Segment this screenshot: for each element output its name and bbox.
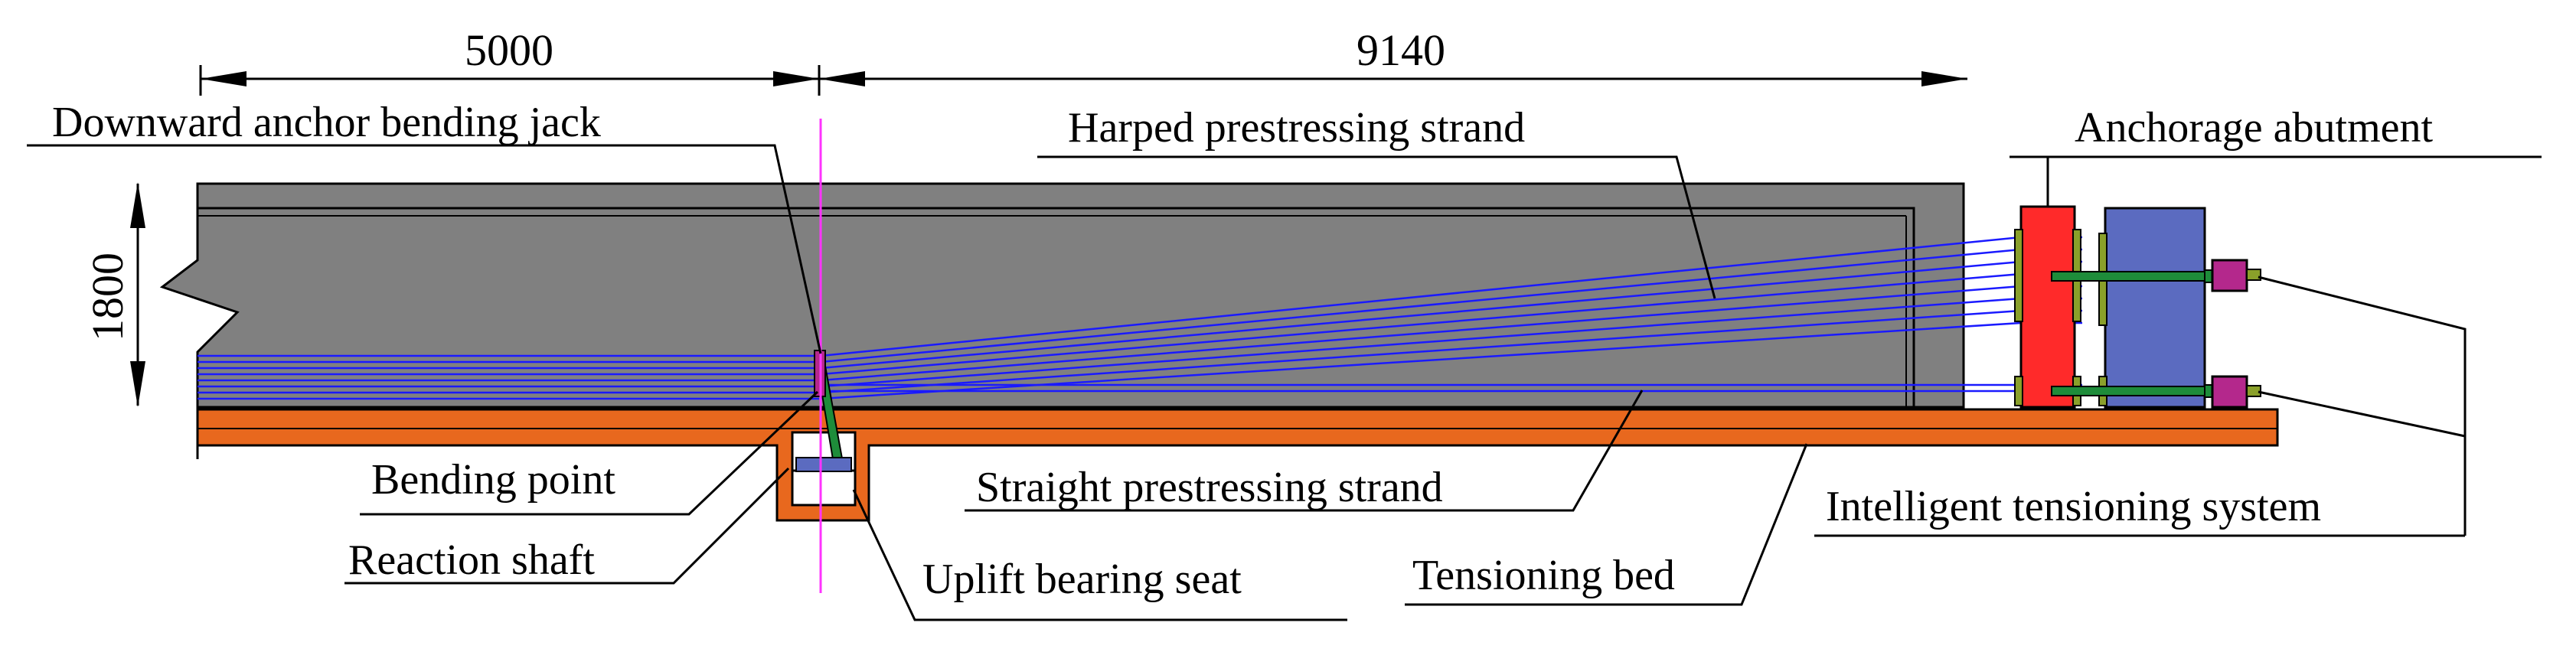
leader-bending-point	[360, 390, 819, 516]
label-tensioning-bed: Tensioning bed	[1412, 552, 1675, 599]
dimension-arrows	[130, 71, 1967, 407]
arrow-height-top	[130, 182, 145, 228]
harped-strand	[820, 236, 2022, 357]
harped-strand	[820, 248, 2022, 363]
label-tensioning-system: Intelligent tensioning system	[1826, 483, 2321, 530]
leader-system	[2258, 275, 2467, 536]
dim-height-value: 1800	[83, 253, 132, 341]
label-uplift: Uplift bearing seat	[922, 556, 1242, 603]
dim-right-value: 9140	[1357, 25, 1445, 75]
label-reaction-shaft: Reaction shaft	[348, 536, 595, 584]
harped-strand	[820, 309, 2022, 394]
label-straight: Straight prestressing strand	[976, 464, 1443, 511]
arrow-left-end	[773, 71, 819, 86]
label-bending-point: Bending point	[371, 456, 615, 504]
harped-strand	[820, 297, 2022, 388]
leader-harped	[1037, 155, 1716, 299]
harped-strand	[820, 321, 2022, 400]
anchorage-abutment-red	[2019, 205, 2076, 409]
label-harped: Harped prestressing strand	[1068, 104, 1525, 152]
tension-rod-upper	[2051, 271, 2205, 282]
uplift-bearing-seat	[795, 457, 852, 472]
beam-inner-outline	[198, 207, 1915, 407]
leader-reaction-shaft	[344, 467, 790, 585]
tensioning-jack-upper	[2211, 259, 2248, 292]
leader-jack	[27, 144, 822, 354]
arrow-right-start	[819, 71, 865, 86]
concrete-beam	[159, 182, 1965, 409]
arrow-left-start	[201, 71, 246, 86]
leader-system-2	[2258, 390, 2466, 438]
strand-group	[198, 236, 2082, 400]
tensioning-jack-lower	[2211, 375, 2248, 409]
anchor-plate-left-lower	[2014, 376, 2023, 406]
leader-straight	[965, 390, 1644, 512]
harped-strand	[820, 285, 2022, 382]
leader-lines	[27, 144, 2542, 621]
arrow-right-end	[1921, 71, 1967, 86]
arrow-height-bottom	[130, 361, 145, 407]
anchor-plate-left-upper	[2014, 229, 2023, 322]
leader-uplift	[852, 489, 1347, 621]
tension-rod-lower	[2051, 386, 2205, 396]
jack-nozzle-upper	[2246, 269, 2261, 281]
jack-nozzle-lower	[2246, 385, 2261, 397]
label-jack: Downward anchor bending jack	[52, 99, 601, 146]
label-abutment: Anchorage abutment	[2075, 104, 2433, 152]
leader-tensioning-bed	[1405, 443, 1808, 606]
harped-strand	[820, 272, 2022, 376]
anchorage-abutment-blue	[2104, 207, 2206, 409]
harped-strand	[820, 260, 2022, 370]
dim-left-value: 5000	[465, 25, 553, 75]
